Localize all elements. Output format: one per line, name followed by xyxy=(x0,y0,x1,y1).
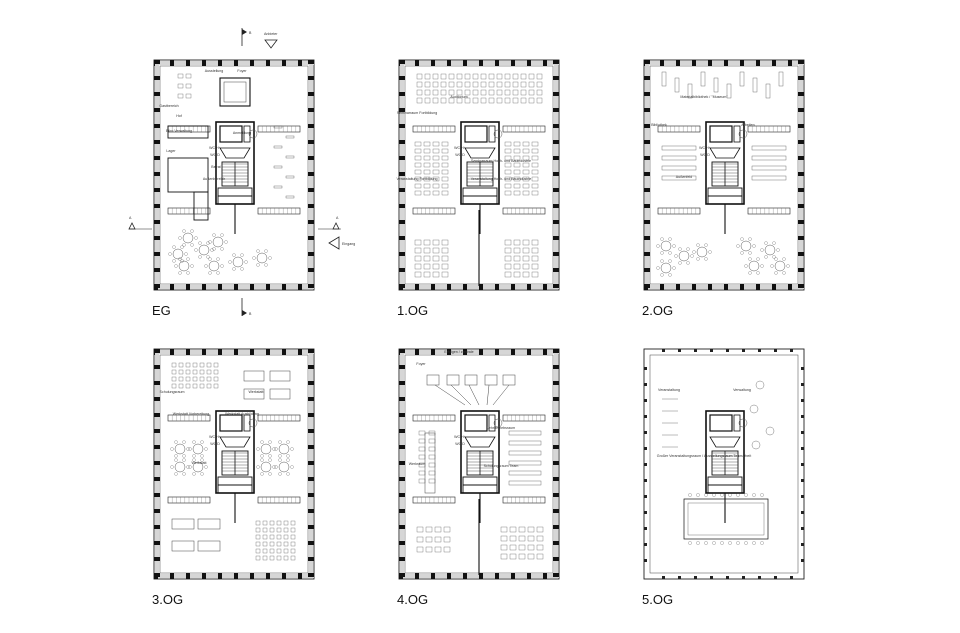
room-label: Ausstellung xyxy=(205,69,224,73)
section-b-marker-bottom: B xyxy=(241,298,252,316)
room-label: Foyer xyxy=(416,362,426,366)
room-label: Hof xyxy=(176,114,182,118)
room-label: Veranstaltung Hoch- und Bauindustrie xyxy=(471,177,532,181)
room-label: Seminarraum Fortbildung xyxy=(397,111,438,115)
room-label: WC H+ xyxy=(699,146,711,150)
level-label: 1.OG xyxy=(397,303,428,318)
level-label: 2.OG xyxy=(642,303,673,318)
section-b-label-bottom: B xyxy=(249,312,252,316)
room-label: WC D xyxy=(210,153,220,157)
room-label: Beirat xyxy=(211,165,220,169)
room-label: WC D xyxy=(455,442,465,446)
room-label: Werkstatt Ausbildung xyxy=(225,412,259,416)
room-label: Seminarraum Hoch- und Bauindustrie xyxy=(471,159,531,163)
room-label: Werkstatt Vorbereitung xyxy=(173,412,210,416)
room-label: Verwaltung xyxy=(733,388,751,392)
room-label: Büro Verwaltung xyxy=(166,129,192,133)
level-label: 4.OG xyxy=(397,592,428,607)
room-label: WC H+ xyxy=(454,435,466,439)
room-label: Arbeiten xyxy=(741,123,754,127)
entrance-marker-right: Eingang xyxy=(328,236,355,250)
entrance-top-label: Anbieter xyxy=(264,32,278,36)
room-label: WC D xyxy=(455,153,465,157)
room-label: Bibliothek xyxy=(651,123,667,127)
section-markers: B Anbieter B A A Eingang xyxy=(128,28,355,316)
room-label: Anmeldung xyxy=(233,131,251,135)
section-a-label-right: A xyxy=(336,216,339,220)
section-a-marker-left: A xyxy=(128,216,152,230)
room-label: Großer Veranstaltungsraum / Ausstellungs… xyxy=(657,454,751,458)
room-label: Schulungsraum xyxy=(160,390,185,394)
room-label: WC H+ xyxy=(454,146,466,150)
entrance-right-label: Eingang xyxy=(342,242,355,246)
room-label: Lager xyxy=(166,149,176,153)
room-label: Erfolgen / zentrale xyxy=(444,350,473,354)
room-label: WC H+ xyxy=(209,146,221,150)
room-label: WC D xyxy=(700,153,710,157)
room-label: Veranstaltung Fortbildung xyxy=(397,177,438,181)
room-label: Werkraum xyxy=(409,462,426,466)
level-label: EG xyxy=(152,303,171,318)
floor-plan-4-og: Erfolgen / zentraleFoyerLehrbetriebsraum… xyxy=(398,348,560,580)
room-label: Gastbereich xyxy=(159,104,178,108)
room-label: Werkstatt xyxy=(248,390,263,394)
room-label: Lehrbetriebsraum xyxy=(487,426,515,430)
room-label: Foyer xyxy=(237,69,247,73)
entrance-marker-top: Anbieter xyxy=(264,32,278,49)
room-label: Auditorium xyxy=(450,95,467,99)
section-a-marker-right: A xyxy=(318,216,341,230)
room-label: Außenfeld xyxy=(676,175,692,179)
level-label: 5.OG xyxy=(642,592,673,607)
section-a-label-left: A xyxy=(129,216,132,220)
room-label: WC H+ xyxy=(209,435,221,439)
section-b-marker-top: B xyxy=(241,28,252,46)
room-label: Schulungsraum Team xyxy=(484,464,519,468)
room-label: WC D xyxy=(210,442,220,446)
room-label: Außenbereich xyxy=(203,177,225,181)
room-label: Materialbibliothek / "Museum" xyxy=(680,95,728,99)
section-b-label-top: B xyxy=(249,31,252,35)
room-label: Werkstatt xyxy=(191,461,206,465)
room-label: Veranstaltung xyxy=(658,388,680,392)
level-label: 3.OG xyxy=(152,592,183,607)
